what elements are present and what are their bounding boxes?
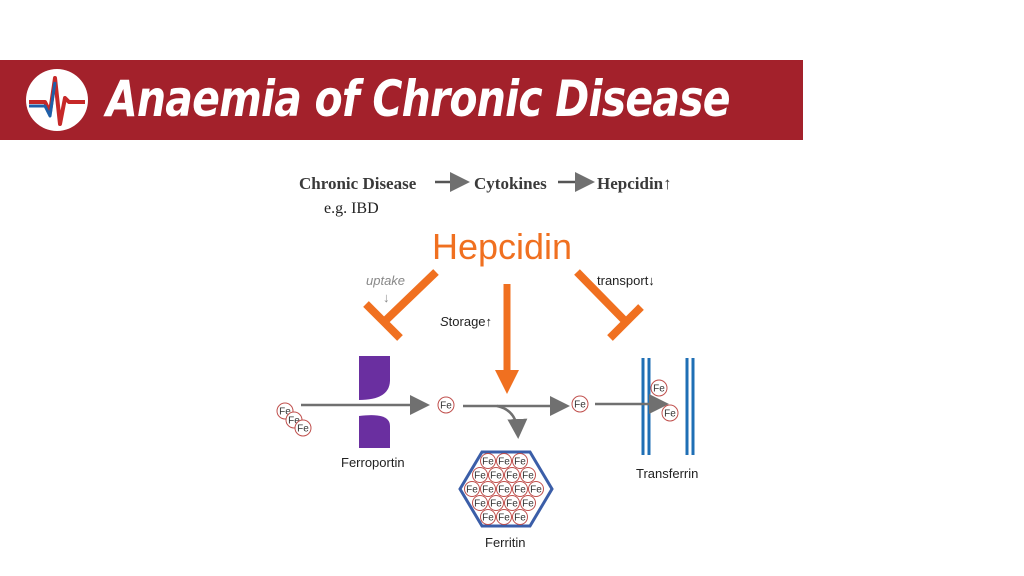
pathway-step-cytokines: Cytokines xyxy=(474,174,547,193)
transferrin-label: Transferrin xyxy=(636,466,699,481)
ferritin-iron-particle: Fe xyxy=(512,509,528,525)
storage-stimulation-arrow xyxy=(495,284,519,394)
iron-particle: Fe xyxy=(571,395,589,413)
iron-particle: Fe xyxy=(437,396,455,414)
ferritin-iron-particle: Fe xyxy=(528,481,544,497)
svg-text:Fe: Fe xyxy=(297,424,309,435)
ferritin-iron-particle: Fe xyxy=(464,481,480,497)
svg-text:Fe: Fe xyxy=(440,401,452,412)
iron-particle: Fe xyxy=(294,419,312,437)
ferroportin-label: Ferroportin xyxy=(341,455,405,470)
ferritin-iron-particle: Fe xyxy=(480,481,496,497)
ferritin-iron-particle: Fe xyxy=(512,453,528,469)
ferritin-iron-particle: Fe xyxy=(488,495,504,511)
svg-text:Fe: Fe xyxy=(498,513,510,524)
svg-text:Fe: Fe xyxy=(490,499,502,510)
svg-text:Fe: Fe xyxy=(482,457,494,468)
svg-text:Fe: Fe xyxy=(514,457,526,468)
svg-text:Fe: Fe xyxy=(514,485,526,496)
uptake-label: uptake xyxy=(366,273,406,288)
svg-text:Fe: Fe xyxy=(490,471,502,482)
svg-text:Fe: Fe xyxy=(664,409,676,420)
ferroportin-channel-top xyxy=(359,356,390,400)
ferritin-iron-particle: Fe xyxy=(496,509,512,525)
ferritin-label: Ferritin xyxy=(485,535,526,550)
ferritin-iron-particle: Fe xyxy=(512,481,528,497)
ferritin-iron-particle: Fe xyxy=(480,453,496,469)
svg-text:Fe: Fe xyxy=(506,471,518,482)
storage-label: Storage↑ xyxy=(440,314,492,329)
ferritin-iron-particle: Fe xyxy=(472,495,488,511)
iron-particle: Fe xyxy=(661,404,679,422)
svg-text:Fe: Fe xyxy=(498,457,510,468)
svg-text:Fe: Fe xyxy=(466,485,478,496)
svg-text:Fe: Fe xyxy=(653,384,665,395)
ferritin-iron-particle: Fe xyxy=(520,467,536,483)
svg-text:Fe: Fe xyxy=(279,407,291,418)
title-banner xyxy=(0,60,803,140)
transport-inhibition-arrow xyxy=(574,269,644,341)
ferritin-flow-arrow xyxy=(496,404,528,439)
ferritin-iron-particle: Fe xyxy=(504,495,520,511)
svg-text:Fe: Fe xyxy=(482,513,494,524)
ferritin-iron-particle: Fe xyxy=(520,495,536,511)
ferroportin-channel-bottom xyxy=(359,415,390,448)
svg-text:Fe: Fe xyxy=(474,499,486,510)
uptake-down-arrow-icon: ↓ xyxy=(383,290,390,305)
ferritin-iron-particle: Fe xyxy=(472,467,488,483)
svg-text:Fe: Fe xyxy=(498,485,510,496)
svg-text:Fe: Fe xyxy=(506,499,518,510)
storage-label-rest: torage↑ xyxy=(448,314,493,329)
iron-particle: Fe xyxy=(650,379,668,397)
svg-text:Fe: Fe xyxy=(574,400,586,411)
pathway-example: e.g. IBD xyxy=(324,200,379,217)
svg-text:Fe: Fe xyxy=(522,499,534,510)
pathway-step-hepcidin: Hepcidin↑ xyxy=(597,174,672,194)
svg-text:Fe: Fe xyxy=(474,471,486,482)
uptake-inhibition-arrow xyxy=(363,269,439,341)
svg-text:Fe: Fe xyxy=(530,485,542,496)
pathway-step-hepcidin-text: Hepcidin xyxy=(597,174,664,193)
ferritin-iron-particle: Fe xyxy=(488,467,504,483)
heartbeat-logo-icon xyxy=(26,69,88,131)
transport-label: transport↓ xyxy=(597,273,655,288)
hepcidin-heading: Hepcidin xyxy=(432,226,573,267)
svg-text:Fe: Fe xyxy=(288,416,300,427)
pathway-step-chronic-disease: Chronic Disease xyxy=(299,174,417,193)
storage-label-initial: S xyxy=(440,314,449,329)
svg-text:Fe: Fe xyxy=(514,513,526,524)
ferritin-iron-particle: Fe xyxy=(496,481,512,497)
svg-text:Fe: Fe xyxy=(522,471,534,482)
up-arrow-icon: ↑ xyxy=(663,174,672,193)
svg-text:Fe: Fe xyxy=(482,485,494,496)
ferritin-iron-particle: Fe xyxy=(480,509,496,525)
page-title: Anaemia of Chronic Disease xyxy=(106,70,731,128)
ferritin-iron-particle: Fe xyxy=(504,467,520,483)
ferritin-iron-particle: Fe xyxy=(496,453,512,469)
